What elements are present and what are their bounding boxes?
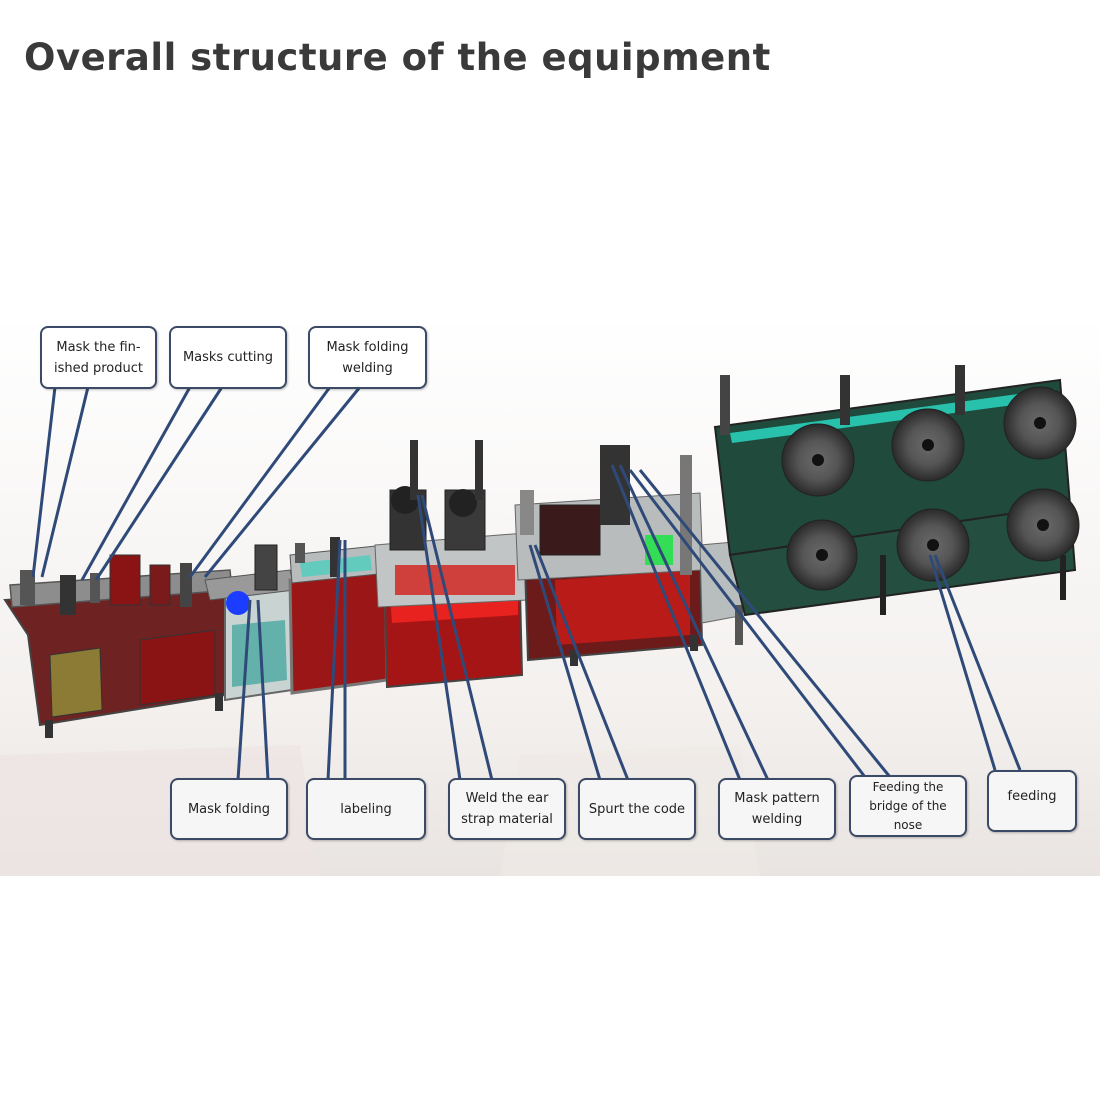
equipment-illustration <box>0 315 1100 876</box>
callout-mask-folding-welding: Mask folding welding <box>308 326 427 389</box>
callout-ear-strap: Weld the ear strap material <box>448 778 566 840</box>
callout-mask-folding: Mask folding <box>170 778 288 840</box>
material-rolls <box>781 386 1080 591</box>
page-title: Overall structure of the equipment <box>24 36 771 79</box>
callout-masks-cutting: Masks cutting <box>169 326 287 389</box>
floor-shade-left <box>0 745 320 876</box>
callout-labeling: labeling <box>306 778 426 840</box>
callout-feeding: feeding <box>987 770 1077 832</box>
callout-spurt-code: Spurt the code <box>578 778 696 840</box>
leader-lines <box>31 386 1022 781</box>
callout-finished-product: Mask the fin-ished product <box>40 326 157 389</box>
callout-pattern-welding: Mask pattern welding <box>718 778 836 840</box>
machine-drawing <box>0 315 1100 876</box>
callout-nose-bridge: Feeding the bridge of the nose <box>849 775 967 837</box>
